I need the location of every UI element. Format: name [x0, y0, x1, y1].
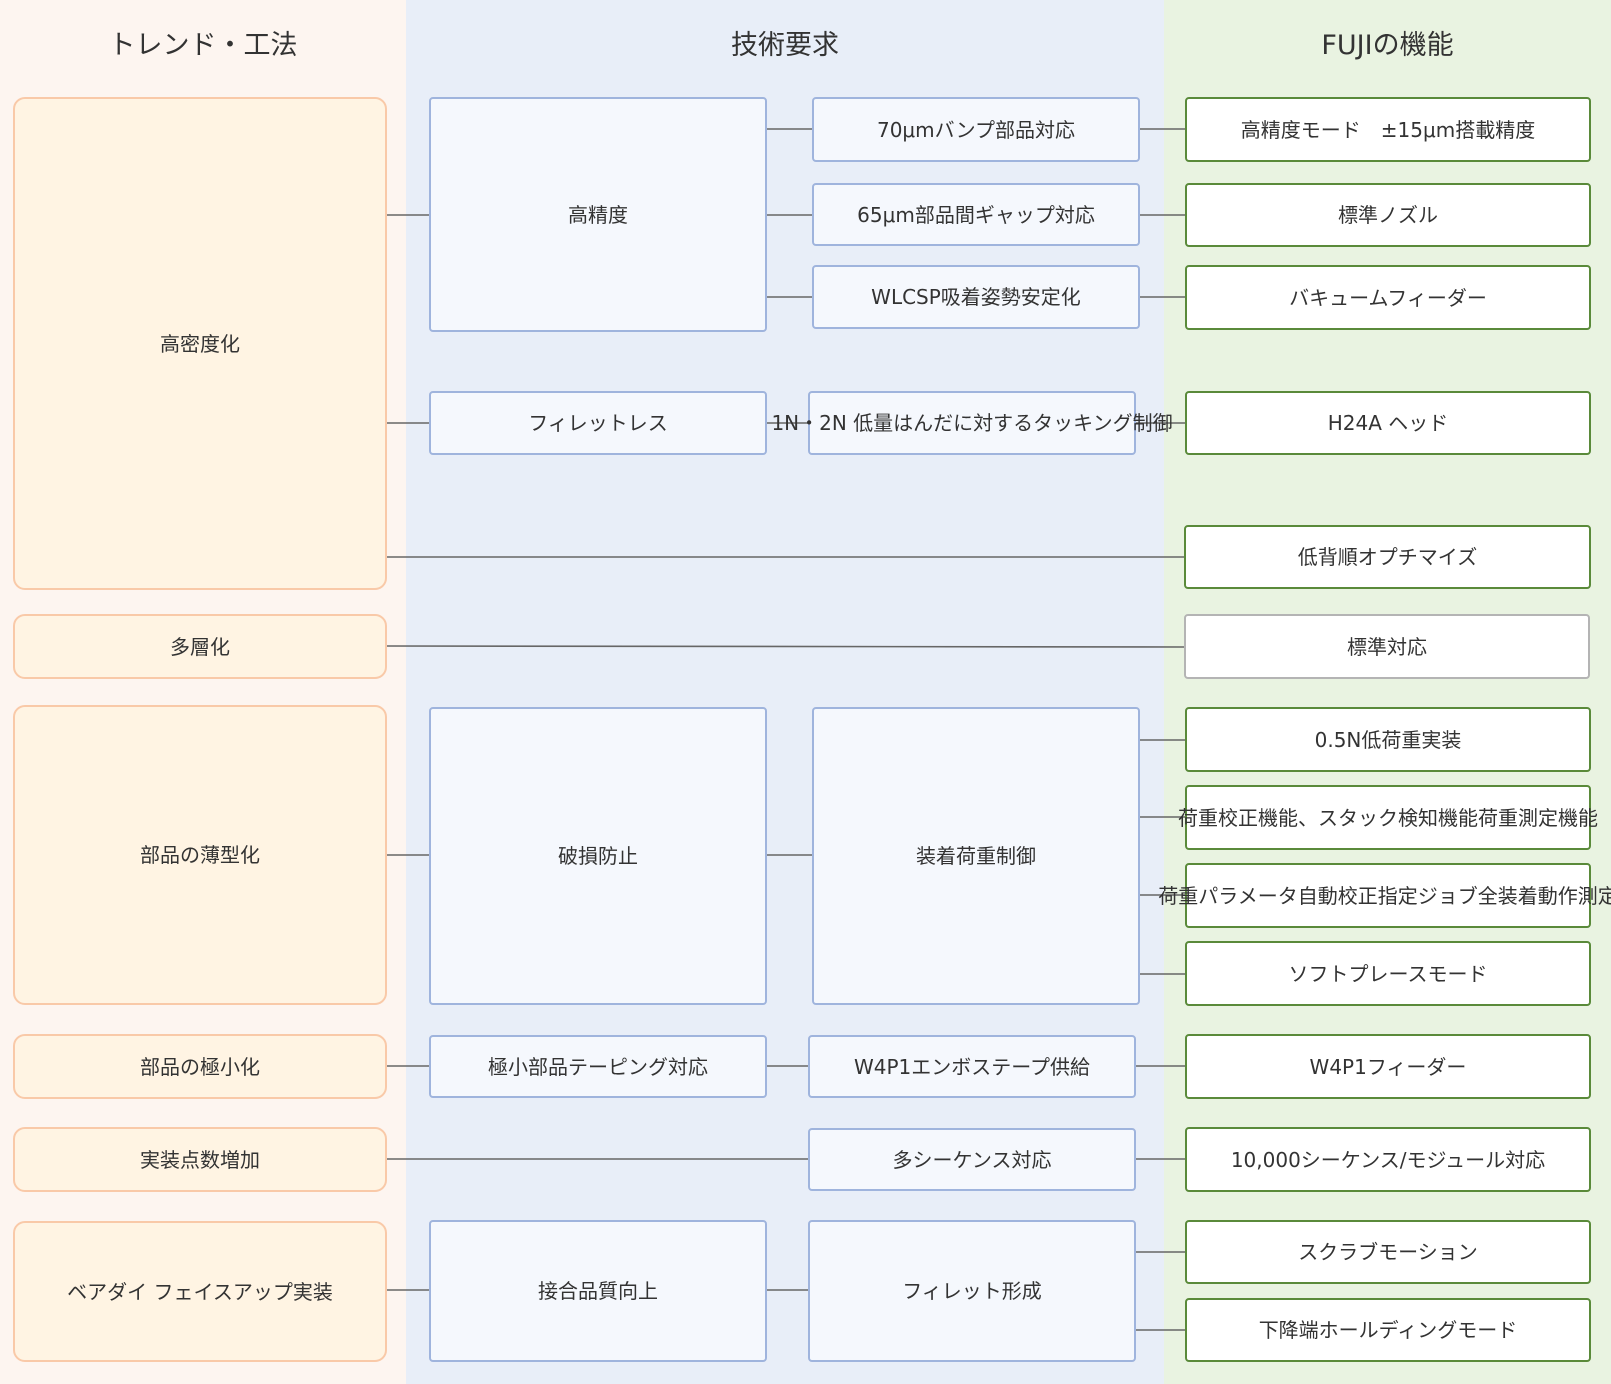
requirement-column-title: 技術要求: [731, 30, 839, 61]
trend-label: 部品の薄型化: [140, 843, 260, 867]
fuji-h24a-head: H24A ヘッド: [1185, 391, 1591, 455]
fuji-label: W4P1フィーダー: [1309, 1054, 1467, 1079]
req-label: 65μm部品間ギャップ対応: [857, 202, 1095, 227]
connector: [386, 645, 1185, 648]
trend-label: 高密度化: [160, 331, 240, 356]
fuji-label: 低背順オプチマイズ: [1297, 545, 1478, 569]
req-bump70: 70μmバンプ部品対応: [812, 97, 1140, 162]
fuji-label: バキュームフィーダー: [1289, 285, 1487, 310]
fuji-label-line: 荷重パラメータ自動校正: [1158, 883, 1378, 908]
fuji-standard-nozzle: 標準ノズル: [1185, 183, 1591, 247]
trend-miniature: 部品の極小化: [13, 1034, 387, 1099]
req-w4p1-emboss: W4P1エンボステープ供給: [808, 1035, 1136, 1098]
req-label-line: タッキング制御: [1033, 411, 1173, 435]
fuji-column-title: FUJIの機能: [1321, 30, 1454, 61]
fuji-vacuum-feeder: バキュームフィーダー: [1185, 265, 1591, 330]
req-multi-sequence: 多シーケンス対応: [808, 1128, 1136, 1191]
trend-high-density: 高密度化: [13, 97, 387, 590]
req-damage-prevention: 破損防止: [429, 707, 767, 1005]
req-label: 70μmバンプ部品対応: [876, 117, 1076, 142]
fuji-label-line: 指定ジョブ全装着動作測定: [1377, 883, 1611, 908]
fuji-low-profile-opt: 低背順オプチマイズ: [1184, 525, 1591, 589]
fuji-load-param: 荷重パラメータ自動校正指定ジョブ全装着動作測定: [1158, 863, 1611, 928]
trend-thin: 部品の薄型化: [13, 705, 387, 1005]
req-high-precision: 高精度: [429, 97, 767, 332]
req-label-line: 1N・2N 低量はんだに対する: [771, 411, 1034, 435]
req-label: WLCSP吸着姿勢安定化: [871, 285, 1081, 309]
fuji-hold-mode: 下降端ホールディングモード: [1185, 1298, 1591, 1362]
fuji-label: 0.5N低荷重実装: [1314, 727, 1462, 752]
req-label: 破損防止: [558, 844, 638, 868]
trend-label: ベアダイ フェイスアップ実装: [67, 1279, 333, 1304]
req-filletless: フィレットレス: [429, 391, 767, 455]
fuji-high-precision-mode: 高精度モード ±15μm搭載精度: [1185, 97, 1591, 162]
fuji-label-line: 荷重測定機能: [1478, 805, 1598, 830]
fuji-label: H24A ヘッド: [1327, 411, 1449, 435]
fuji-soft-place: ソフトプレースモード: [1185, 941, 1591, 1006]
fuji-standard-support: 標準対応: [1184, 614, 1590, 679]
fuji-label: 高精度モード ±15μm搭載精度: [1240, 117, 1536, 142]
fuji-label: 10,000シーケンス/モジュール対応: [1230, 1147, 1546, 1172]
trend-label: 部品の極小化: [140, 1054, 260, 1079]
req-tiny-taping: 極小部品テーピング対応: [429, 1035, 767, 1098]
req-label: 接合品質向上: [538, 1279, 658, 1303]
trend-multilayer: 多層化: [13, 614, 387, 679]
trend-more-points: 実装点数増加: [13, 1127, 387, 1192]
fuji-label: 下降端ホールディングモード: [1258, 1318, 1518, 1342]
fuji-label: スクラブモーション: [1298, 1240, 1478, 1264]
fuji-label-line: 荷重校正機能、スタック検知機能: [1178, 805, 1478, 830]
fuji-label: ソフトプレースモード: [1288, 961, 1488, 986]
req-label: 多シーケンス対応: [892, 1147, 1052, 1172]
trend-column-title: トレンド・工法: [108, 30, 298, 61]
req-label: フィレット形成: [902, 1279, 1042, 1303]
req-fillet-forming: フィレット形成: [808, 1220, 1136, 1362]
fuji-label: 標準ノズル: [1338, 203, 1438, 227]
req-bond-quality: 接合品質向上: [429, 1220, 767, 1362]
req-label: W4P1エンボステープ供給: [853, 1054, 1091, 1079]
req-load-control: 装着荷重制御: [812, 707, 1140, 1005]
fuji-scrub-motion: スクラブモーション: [1185, 1220, 1591, 1284]
req-label: 極小部品テーピング対応: [488, 1054, 708, 1079]
fuji-low-load: 0.5N低荷重実装: [1185, 707, 1591, 772]
req-gap65: 65μm部品間ギャップ対応: [812, 183, 1140, 246]
fuji-w4p1-feeder: W4P1フィーダー: [1185, 1034, 1591, 1099]
trend-label: 多層化: [170, 634, 230, 659]
req-label: 装着荷重制御: [916, 844, 1036, 868]
req-wlcsp: WLCSP吸着姿勢安定化: [812, 265, 1140, 329]
fuji-load-calibration: 荷重校正機能、スタック検知機能荷重測定機能: [1178, 785, 1598, 850]
req-label: フィレットレス: [528, 411, 668, 435]
req-tacking: 1N・2N 低量はんだに対するタッキング制御: [771, 391, 1173, 455]
req-label: 高精度: [568, 202, 628, 227]
trend-label: 実装点数増加: [140, 1147, 260, 1172]
fuji-label: 標準対応: [1347, 634, 1427, 659]
trend-bare-die: ベアダイ フェイスアップ実装: [13, 1221, 387, 1362]
fuji-sequence-module: 10,000シーケンス/モジュール対応: [1185, 1127, 1591, 1192]
